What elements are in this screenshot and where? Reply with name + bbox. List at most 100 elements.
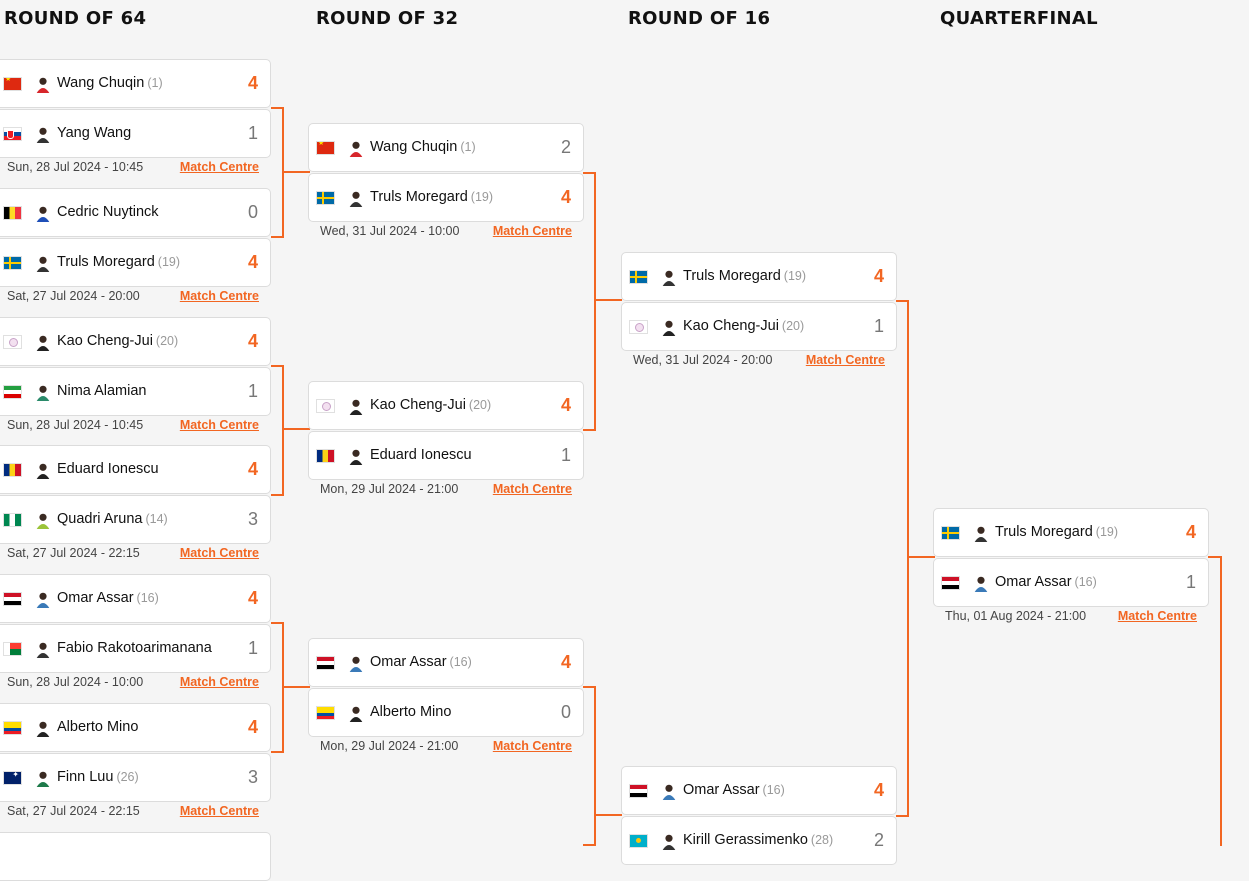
round-title-round-of-16: ROUND OF 16 — [628, 8, 771, 29]
match-date: Mon, 29 Jul 2024 - 21:00 — [320, 739, 459, 753]
player-avatar-icon — [349, 141, 363, 157]
match-centre-link[interactable]: Match Centre — [492, 482, 572, 496]
player-row[interactable]: Truls Moregard(19) 4 — [621, 252, 897, 301]
flag-australia-icon — [4, 772, 21, 784]
player-name: Omar Assar(16) — [995, 574, 1097, 590]
player-row[interactable]: Yang Wang 1 — [0, 109, 271, 158]
flag-slovakia-icon — [4, 128, 21, 140]
player-row[interactable]: Eduard Ionescu 1 — [308, 431, 584, 480]
player-score: 4 — [247, 459, 258, 479]
player-row[interactable]: Wang Chuqin(1) 2 — [308, 123, 584, 172]
match-card: Alberto Mino 4 Finn Luu(26) 3 Sat, 27 Ju… — [0, 703, 271, 820]
player-score: 1 — [1185, 572, 1196, 592]
bracket-connector — [896, 300, 909, 817]
player-row[interactable]: Truls Moregard(19) 4 — [0, 238, 271, 287]
flag-iran-icon — [4, 386, 21, 398]
match-date: Wed, 31 Jul 2024 - 10:00 — [320, 224, 460, 238]
match-centre-link[interactable]: Match Centre — [179, 160, 259, 174]
player-seed: (20) — [468, 398, 492, 412]
player-seed: (26) — [116, 770, 139, 784]
match-date: Sat, 27 Jul 2024 - 22:15 — [7, 546, 140, 560]
player-row[interactable]: Cedric Nuytinck 0 — [0, 188, 271, 237]
player-seed: (16) — [1074, 575, 1097, 589]
match-centre-link[interactable]: Match Centre — [492, 739, 572, 753]
player-score: 4 — [247, 588, 258, 608]
player-avatar-icon — [349, 449, 363, 465]
match-centre-link[interactable]: Match Centre — [179, 675, 259, 689]
match-date: Wed, 31 Jul 2024 - 20:00 — [633, 353, 773, 367]
player-name: Quadri Aruna(14) — [57, 511, 168, 527]
match-date: Sun, 28 Jul 2024 - 10:00 — [7, 675, 144, 689]
flag-chinese-taipei-icon — [630, 321, 647, 333]
player-seed: (19) — [157, 255, 181, 269]
player-row[interactable]: Kao Cheng-Jui(20) 1 — [621, 302, 897, 351]
player-row[interactable]: Finn Luu(26) 3 — [0, 753, 271, 802]
player-row[interactable]: Wang Chuqin(1) 4 — [0, 59, 271, 108]
bracket-connector — [595, 814, 622, 816]
player-score: 2 — [873, 830, 884, 850]
flag-sweden-icon — [317, 192, 334, 204]
match-centre-link[interactable]: Match Centre — [179, 546, 259, 560]
player-score: 1 — [873, 316, 884, 336]
match-card: Cedric Nuytinck 0 Truls Moregard(19) 4 S… — [0, 188, 271, 305]
bracket-connector — [1220, 556, 1222, 846]
match-date: Sun, 28 Jul 2024 - 10:45 — [7, 418, 144, 432]
player-score: 4 — [560, 187, 571, 207]
flag-romania-icon — [4, 464, 21, 476]
player-row[interactable]: Eduard Ionescu 4 — [0, 445, 271, 494]
bracket-connector — [283, 428, 310, 430]
bracket-connector — [583, 172, 596, 431]
player-avatar-icon — [349, 191, 363, 207]
player-seed: (16) — [449, 655, 472, 669]
player-name: Eduard Ionescu — [57, 461, 159, 477]
player-row[interactable]: Omar Assar(16) 1 — [933, 558, 1209, 607]
player-row[interactable]: Quadri Aruna(14) 3 — [0, 495, 271, 544]
match-centre-link[interactable]: Match Centre — [805, 353, 885, 367]
flag-ecuador-icon — [4, 722, 21, 734]
match-centre-link[interactable]: Match Centre — [492, 224, 572, 238]
player-avatar-icon — [36, 463, 50, 479]
player-row[interactable]: Kao Cheng-Jui(20) 4 — [308, 381, 584, 430]
player-row[interactable]: Truls Moregard(19) 4 — [933, 508, 1209, 557]
bracket-connector — [283, 171, 310, 173]
player-row[interactable]: Kao Cheng-Jui(20) 4 — [0, 317, 271, 366]
player-score: 3 — [247, 509, 258, 529]
player-avatar-icon — [36, 335, 50, 351]
player-name: Truls Moregard(19) — [57, 254, 181, 270]
flag-chinese-taipei-icon — [317, 400, 334, 412]
player-row[interactable]: Alberto Mino 0 — [308, 688, 584, 737]
player-row[interactable]: Omar Assar(16) 4 — [308, 638, 584, 687]
player-seed: (19) — [783, 269, 807, 283]
flag-egypt-icon — [630, 785, 647, 797]
player-avatar-icon — [36, 385, 50, 401]
flag-egypt-icon — [942, 577, 959, 589]
player-row[interactable]: Alberto Mino 4 — [0, 703, 271, 752]
player-seed: (1) — [147, 76, 163, 90]
match-card: Omar Assar(16) 4 Kirill Gerassimenko(28)… — [621, 766, 897, 865]
match-centre-link[interactable]: Match Centre — [179, 289, 259, 303]
player-row[interactable]: Kirill Gerassimenko(28) 2 — [621, 816, 897, 865]
player-score: 4 — [1185, 522, 1196, 542]
player-row[interactable]: Truls Moregard(19) 4 — [308, 173, 584, 222]
player-row[interactable]: Omar Assar(16) 4 — [0, 574, 271, 623]
player-seed: (19) — [1095, 525, 1119, 539]
player-name: Cedric Nuytinck — [57, 204, 159, 220]
player-name: Alberto Mino — [57, 719, 139, 735]
player-row[interactable]: Nima Alamian 1 — [0, 367, 271, 416]
match-centre-link[interactable]: Match Centre — [179, 804, 259, 818]
player-name: Omar Assar(16) — [57, 590, 159, 606]
player-avatar-icon — [36, 721, 50, 737]
player-name: Finn Luu(26) — [57, 769, 139, 785]
player-avatar-icon — [36, 77, 50, 93]
player-row[interactable] — [0, 832, 271, 881]
player-score: 4 — [247, 73, 258, 93]
bracket-connector — [583, 686, 596, 846]
match-centre-link[interactable]: Match Centre — [1117, 609, 1197, 623]
player-row[interactable]: Omar Assar(16) 4 — [621, 766, 897, 815]
flag-nigeria-icon — [4, 514, 21, 526]
match-card: Truls Moregard(19) 4 Kao Cheng-Jui(20) 1… — [621, 252, 897, 369]
match-centre-link[interactable]: Match Centre — [179, 418, 259, 432]
player-row[interactable]: Fabio Rakotoarimanana 1 — [0, 624, 271, 673]
player-score: 0 — [560, 702, 571, 722]
player-avatar-icon — [349, 656, 363, 672]
